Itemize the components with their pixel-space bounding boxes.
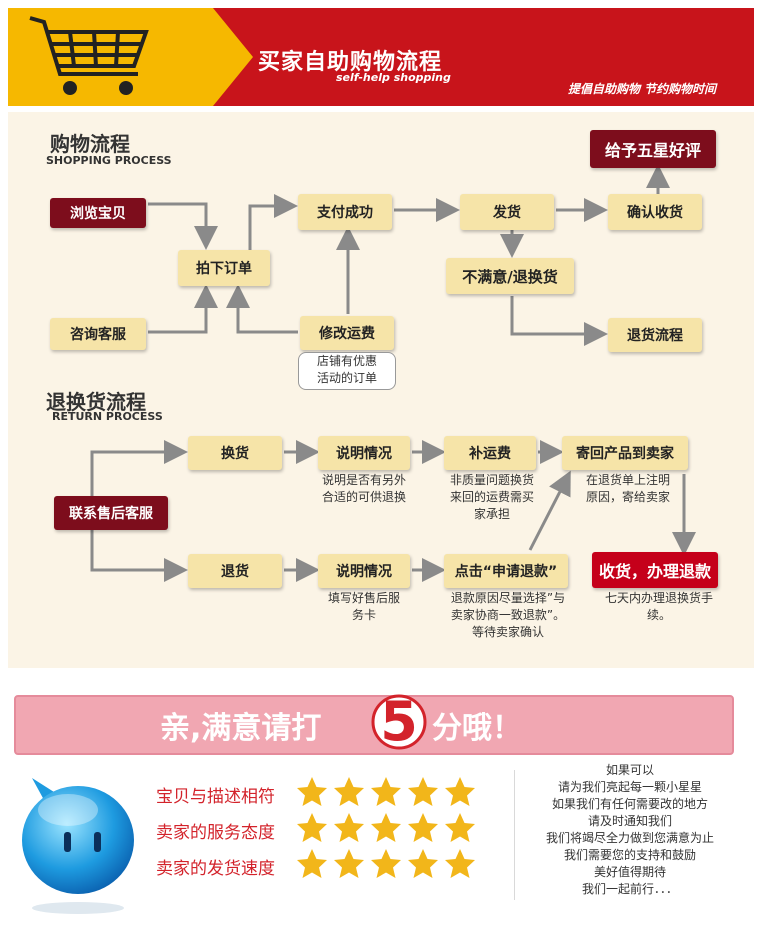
- send-back-note-line-2: 原因，寄给卖家: [585, 490, 670, 504]
- star-icon: [297, 849, 327, 878]
- contact-step: 联系售后客服: [54, 496, 168, 530]
- modify-note-line-1: 店铺有优惠: [316, 354, 377, 368]
- apply-refund-note: 退款原因尽量选择”与 卖家协商一致退款”。 等待卖家确认: [436, 590, 580, 641]
- review-step: 给予五星好评: [590, 130, 716, 168]
- received-refund-note-line-1: 七天内办理退换货手: [604, 591, 713, 605]
- header-arrow: [213, 8, 253, 106]
- modify-note: 店铺有优惠 活动的订单: [298, 352, 396, 390]
- shipping-fee-note: 非质量问题换货 来回的运费需买 家承担: [436, 472, 548, 523]
- five-number-badge: 5: [371, 690, 427, 752]
- message-line: 如果可以: [605, 763, 654, 777]
- star-icon: [334, 813, 364, 842]
- message-line: 美好值得期待: [593, 865, 666, 879]
- modify-note-line-2: 活动的订单: [316, 371, 377, 385]
- ship-step: 发货: [460, 194, 554, 230]
- shipping-fee-step: 补运费: [444, 436, 536, 470]
- returns-section-subtitle: RETURN PROCESS: [52, 410, 163, 423]
- banner-text-right: 分哦！: [432, 711, 522, 746]
- confirm-step: 确认收货: [608, 194, 702, 230]
- star-icon: [334, 777, 364, 806]
- explain-refund-step: 说明情况: [318, 554, 410, 588]
- modify-step: 修改运费: [300, 316, 394, 350]
- flow-arrows: [90, 164, 696, 582]
- return-flow-step: 退货流程: [608, 318, 702, 352]
- message-line: 请为我们亮起每一颗小星星: [557, 780, 702, 794]
- refund-step: 退货: [188, 554, 282, 588]
- star-icon: [408, 777, 438, 806]
- star-icon: [445, 849, 475, 878]
- returns-section-title: 退换货流程: [46, 390, 146, 414]
- received-refund-note-line-2: 续。: [646, 608, 671, 622]
- star-icon: [297, 777, 327, 806]
- explain-exchange-note-line-2: 合适的可供退换: [321, 490, 406, 504]
- consult-step: 咨询客服: [50, 318, 146, 350]
- explain-refund-note-line-2: 务卡: [351, 608, 376, 622]
- header-title: 买家自助购物流程: [258, 50, 443, 75]
- star-icon: [334, 849, 364, 878]
- send-back-note: 在退货单上注明 原因，寄给卖家: [568, 472, 688, 506]
- unsatisfied-step: 不满意/退换货: [446, 258, 574, 294]
- order-step: 拍下订单: [178, 250, 270, 286]
- star-icon: [445, 777, 475, 806]
- shopping-cart-icon: [29, 16, 149, 95]
- shipping-fee-note-line-3: 家承担: [473, 507, 510, 521]
- header-banner: 买家自助购物流程 self-help shopping 提倡自助购物 节约购物时…: [8, 8, 754, 106]
- star-icon: [408, 849, 438, 878]
- received-refund-note: 七天内办理退换货手 续。: [594, 590, 724, 624]
- header-slogan: 提倡自助购物 节约购物时间: [568, 82, 717, 96]
- message-line: 我们需要您的支持和鼓励: [563, 848, 696, 862]
- message-line: 如果我们有任何需要改的地方: [551, 797, 708, 811]
- process-panel: 购物流程 SHOPPING PROCESS 浏览宝贝 咨询客服 拍下订单 支付成…: [8, 112, 754, 668]
- send-back-step: 寄回产品到卖家: [562, 436, 688, 470]
- star-icon: [408, 813, 438, 842]
- message-line: 我们一起前行．．．: [581, 882, 678, 896]
- explain-exchange-note: 说明是否有另外 合适的可供退换: [308, 472, 420, 506]
- star-icon: [371, 849, 401, 878]
- exchange-step: 换货: [188, 436, 282, 470]
- send-back-note-line-1: 在退货单上注明: [585, 473, 670, 487]
- explain-refund-note-line-1: 填写好售后服: [327, 591, 400, 605]
- pay-step: 支付成功: [298, 194, 392, 230]
- browse-step: 浏览宝贝: [50, 198, 146, 228]
- header-subtitle: self-help shopping: [336, 71, 451, 84]
- star-icon: [445, 813, 475, 842]
- rating-label-delivery: 卖家的发货速度: [156, 859, 275, 879]
- explain-exchange-note-line-1: 说明是否有另外: [321, 473, 406, 487]
- received-refund-step: 收货，办理退款: [592, 552, 718, 588]
- five-number: 5: [380, 690, 418, 752]
- rating-label-description: 宝贝与描述相符: [156, 787, 275, 807]
- star-icon: [371, 777, 401, 806]
- apply-refund-note-line-1: 退款原因尽量选择”与: [450, 591, 566, 605]
- banner-text-left: 亲,满意请打: [160, 711, 322, 746]
- message-line: 请及时通知我们: [587, 814, 672, 828]
- blue-bubble-mascot-icon: [22, 778, 134, 914]
- shipping-fee-note-line-1: 非质量问题换货: [449, 473, 534, 487]
- message-line: 我们将竭尽全力做到您满意为止: [545, 831, 714, 845]
- explain-refund-note: 填写好售后服 务卡: [308, 590, 420, 624]
- apply-refund-note-line-3: 等待卖家确认: [471, 625, 544, 639]
- star-icon: [297, 813, 327, 842]
- header-yellow-block: [8, 8, 213, 106]
- shopping-section-subtitle: SHOPPING PROCESS: [46, 154, 172, 167]
- apply-refund-note-line-2: 卖家协商一致退款”。: [450, 608, 566, 622]
- explain-exchange-step: 说明情况: [318, 436, 410, 470]
- shipping-fee-note-line-2: 来回的运费需买: [449, 490, 534, 504]
- divider: [514, 770, 515, 900]
- shopping-section-title: 购物流程: [50, 132, 130, 156]
- rating-label-service: 卖家的服务态度: [156, 823, 275, 843]
- apply-refund-step: 点击“申请退款”: [444, 554, 568, 588]
- thank-you-message: 如果可以 请为我们亮起每一颗小星星 如果我们有任何需要改的地方 请及时通知我们 …: [525, 762, 735, 898]
- star-icon: [371, 813, 401, 842]
